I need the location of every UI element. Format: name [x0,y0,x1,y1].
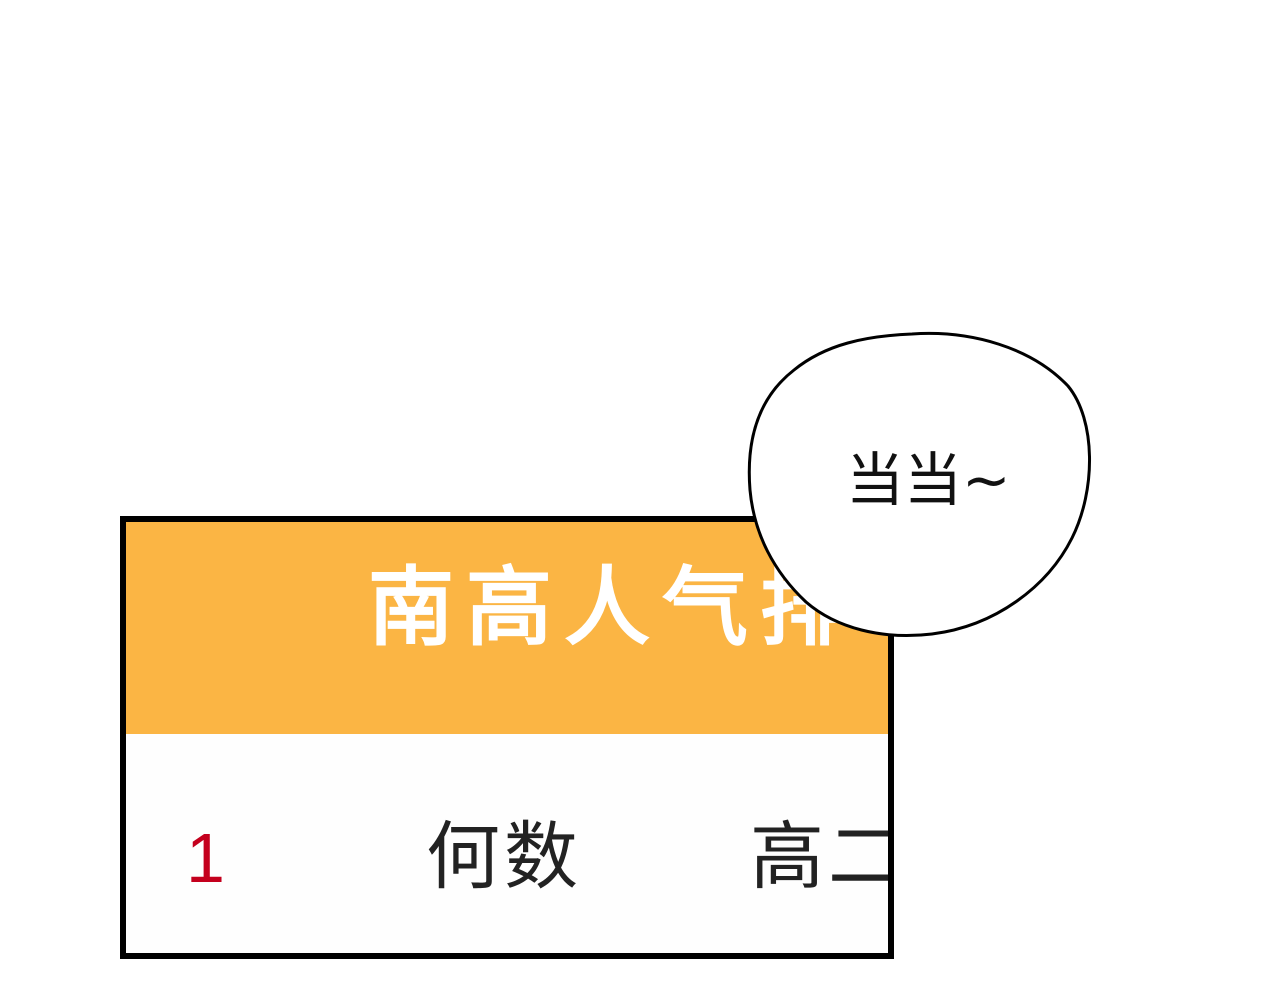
ranking-header: 南高人气排 [126,522,888,734]
table-row: 1 何数 高二 [126,734,888,953]
ranking-title: 南高人气排 [368,558,858,658]
ranking-panel: 南高人气排 1 何数 高二 [120,516,894,959]
speech-bubble-outline [747,331,1091,638]
student-name: 何数 [426,814,582,900]
speech-bubble-text: 当当~ [846,446,1011,514]
rank-number: 1 [186,819,225,897]
speech-bubble: 当当~ [746,330,1094,638]
student-grade: 高二 [750,814,894,900]
